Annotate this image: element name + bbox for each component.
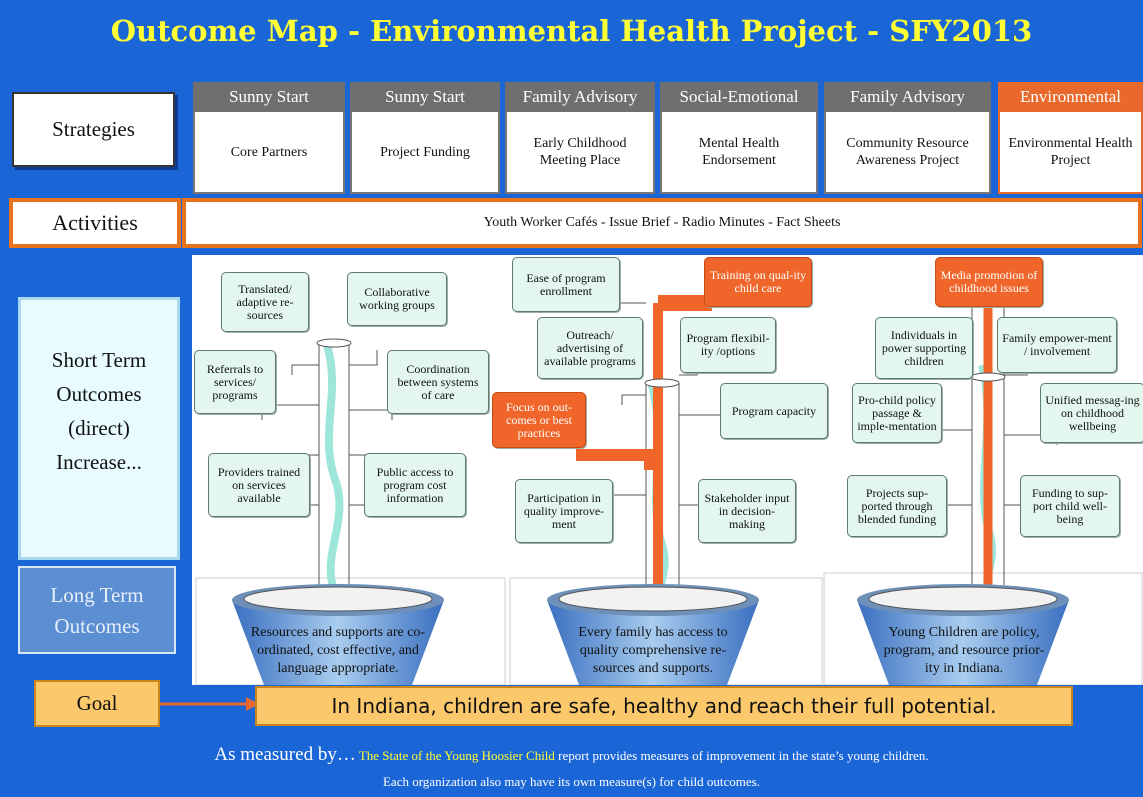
outcome-box: Ease of program enrollment	[512, 257, 620, 312]
outcome-box: Outreach/ advertising of available progr…	[537, 317, 643, 379]
goal-label: Goal	[34, 680, 160, 727]
strategy-project-funding: Sunny Start Project Funding	[350, 82, 500, 194]
measured-prefix: As measured by…	[214, 744, 356, 765]
measured-by-line: As measured by… The State of the Young H…	[0, 744, 1143, 766]
strategy-header: Sunny Start	[193, 82, 345, 112]
outcome-trees-panel: Translated/ adaptive re-sources Collabor…	[192, 255, 1143, 685]
measured-note: Each organization also may have its own …	[382, 774, 760, 789]
outcome-box: Providers trained on services available	[208, 453, 310, 517]
goal-statement: In Indiana, children are safe, healthy a…	[255, 686, 1073, 726]
strategy-body: Core Partners	[193, 112, 345, 194]
strategy-body: Community Resource Awareness Project	[824, 112, 991, 194]
outcome-box: Referrals to services/ programs	[194, 350, 276, 414]
tree-trunk-1	[261, 338, 393, 592]
outcome-box: Public access to program cost informatio…	[364, 453, 466, 517]
strategy-header: Family Advisory	[505, 82, 655, 112]
strategy-core-partners: Sunny Start Core Partners	[193, 82, 345, 194]
strategy-environmental-health: Environmental Environmental Health Proje…	[998, 82, 1143, 194]
report-name: The State of the Young Hoosier Child	[358, 748, 555, 763]
label-line: Short Term	[51, 348, 147, 372]
outcome-box: Individuals in power supporting children	[875, 317, 973, 379]
page-title: Outcome Map - Environmental Health Proje…	[110, 14, 1033, 48]
strategy-body: Mental Health Endorsement	[660, 112, 818, 194]
outcome-box: Participation in quality improve-ment	[515, 479, 613, 543]
strategy-body: Project Funding	[350, 112, 500, 194]
outcome-box: Pro-child policy passage & imple-mentati…	[852, 383, 942, 443]
strategy-header: Social-Emotional	[660, 82, 818, 112]
label-line: Outcomes	[54, 614, 140, 638]
outcome-box: Collaborative working groups	[347, 272, 447, 326]
strategy-meeting-place: Family Advisory Early Childhood Meeting …	[505, 82, 655, 194]
outcome-box-highlighted: Media promotion of childhood issues	[935, 257, 1043, 307]
strategy-body: Environmental Health Project	[998, 112, 1143, 194]
outcome-box: Stakeholder input in decision-making	[698, 479, 796, 543]
outcome-box: Translated/ adaptive re-sources	[221, 272, 309, 332]
measured-rest: report provides measures of improvement …	[554, 748, 929, 763]
strategies-label: Strategies	[12, 92, 175, 167]
outcome-box: Family empower-ment / involvement	[997, 317, 1117, 373]
strategy-header: Sunny Start	[350, 82, 500, 112]
label-line: (direct)	[68, 416, 130, 440]
pot-1	[232, 584, 444, 685]
outcome-box: Program flexibil-ity /options	[680, 317, 776, 373]
label-line: Outcomes	[56, 382, 142, 406]
long-term-outcome-2: Every family has access to quality compr…	[578, 625, 728, 676]
strategy-header: Family Advisory	[824, 82, 991, 112]
pot-2	[547, 584, 759, 685]
activities-bar: Youth Worker Cafés - Issue Brief - Radio…	[182, 198, 1142, 248]
strategy-community-resource: Family Advisory Community Resource Aware…	[824, 82, 991, 194]
outcome-box-highlighted: Training on qual-ity child care	[704, 257, 812, 307]
long-term-outcome-3: Young Children are policy, program, and …	[883, 625, 1045, 676]
long-term-outcome-1: Resources and supports are co-ordinated,…	[250, 625, 426, 676]
outcome-box: Funding to sup-port child well-being	[1020, 475, 1120, 537]
pot-3	[857, 584, 1069, 685]
tree-trunk-2	[576, 295, 728, 593]
outcome-box: Projects sup-ported through blended fund…	[847, 475, 947, 537]
long-term-outcomes-label: Long Term Outcomes	[18, 566, 176, 654]
outcome-box: Program capacity	[720, 383, 828, 439]
arrow-right-icon	[160, 697, 259, 711]
activities-label: Activities	[9, 198, 181, 248]
outcome-box: Coordination between systems of care	[387, 350, 489, 414]
outcome-box: Unified messag-ing on childhood wellbein…	[1040, 383, 1143, 443]
strategy-mental-health: Social-Emotional Mental Health Endorseme…	[660, 82, 818, 194]
short-term-outcomes-label: Short Term Outcomes (direct) Increase...	[18, 297, 180, 560]
strategy-header: Environmental	[998, 82, 1143, 112]
label-line: Long Term	[50, 583, 144, 607]
trees-illustration	[195, 295, 1143, 685]
outcome-box-highlighted: Focus on out-comes or best practices	[492, 392, 586, 448]
label-line: Increase...	[56, 450, 142, 474]
strategy-body: Early Childhood Meeting Place	[505, 112, 655, 194]
